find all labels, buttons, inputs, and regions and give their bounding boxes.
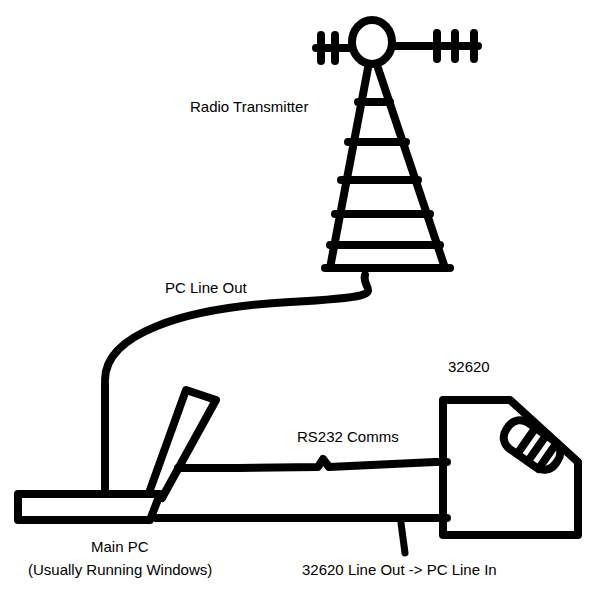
node-label: (Usually Running Windows) [28, 561, 212, 579]
cable-line [238, 514, 435, 522]
leader-line [401, 523, 405, 553]
node-label: Radio Transmitter [190, 98, 308, 116]
radio-transmitter: Radio Transmitter [185, 15, 485, 275]
cable-label: RS232 Comms [295, 428, 401, 446]
cable-line [238, 459, 435, 468]
cable-label: PC Line Out [163, 279, 249, 297]
node-label: Main PC [91, 538, 149, 556]
cable-line [105, 275, 368, 380]
cable-label: 32620 Line Out -> PC Line In [300, 561, 499, 579]
main-pc: Main PC (Usually Running Windows) [8, 380, 238, 588]
device-32620: 32620 [435, 350, 585, 542]
node-label: 32620 [448, 358, 490, 376]
